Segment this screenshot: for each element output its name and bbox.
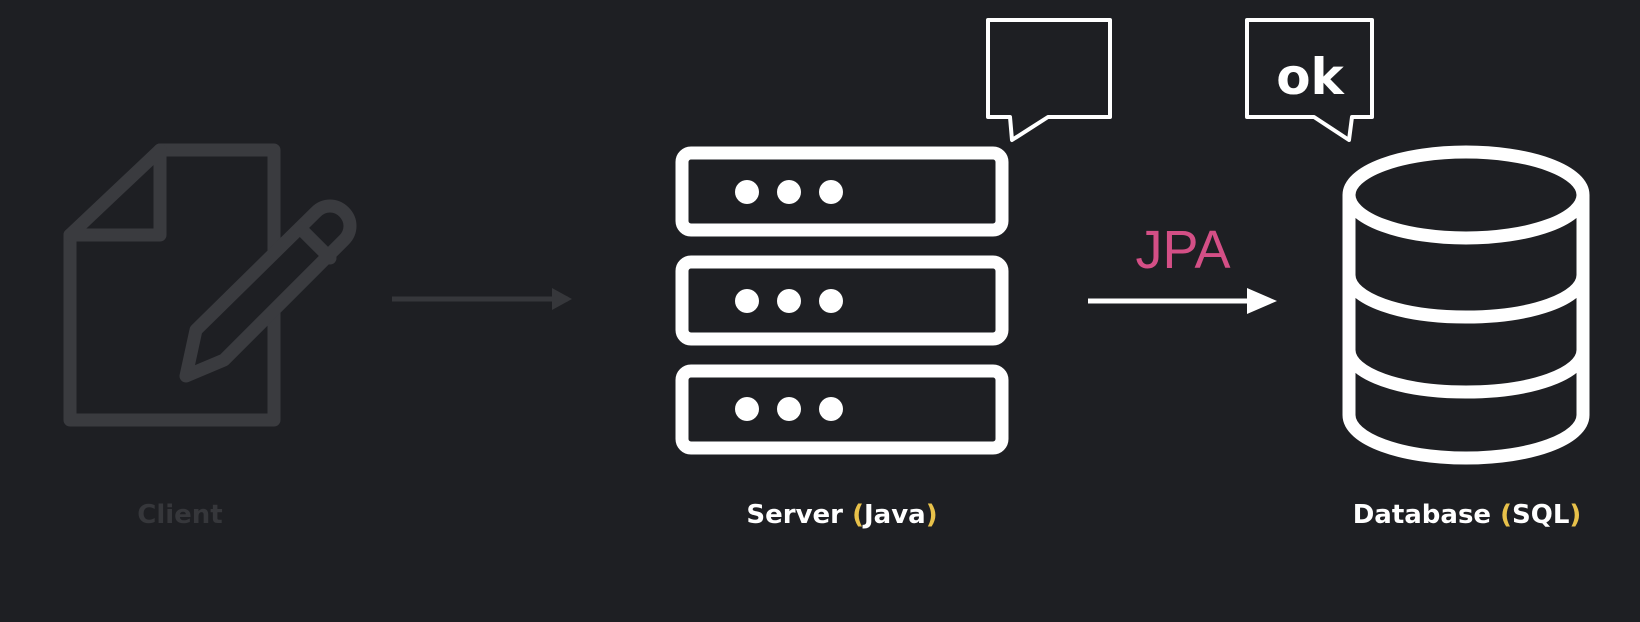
database-label-lang: SQL bbox=[1512, 500, 1570, 530]
database-label: Database (SQL) bbox=[1353, 500, 1582, 530]
database-icon bbox=[1342, 145, 1590, 465]
server-label-name: Server bbox=[746, 500, 844, 530]
client-to-server-arrow bbox=[392, 288, 572, 310]
server-label: Server (Java) bbox=[746, 500, 937, 530]
server-rack-icon bbox=[675, 146, 1009, 455]
server-label-open-paren: ( bbox=[852, 500, 864, 530]
client-label: Client bbox=[137, 500, 223, 530]
jpa-label: JPA bbox=[1135, 220, 1230, 280]
server-label-lang: Java bbox=[863, 500, 926, 530]
database-bubble-text: ok bbox=[1276, 48, 1345, 106]
database-label-open-paren: ( bbox=[1500, 500, 1513, 530]
server-speech-bubble bbox=[986, 18, 1112, 142]
database-label-close-paren: ) bbox=[1569, 500, 1582, 530]
server-rack-unit-1 bbox=[675, 146, 1009, 237]
database-label-name: Database bbox=[1352, 500, 1492, 530]
database-speech-bubble: ok bbox=[1245, 18, 1374, 142]
server-rack-unit-2 bbox=[675, 255, 1009, 346]
server-label-close-paren: ) bbox=[925, 500, 938, 530]
server-to-database-arrow bbox=[1088, 288, 1277, 314]
server-rack-unit-3 bbox=[675, 364, 1009, 455]
document-edit-icon bbox=[63, 143, 357, 427]
